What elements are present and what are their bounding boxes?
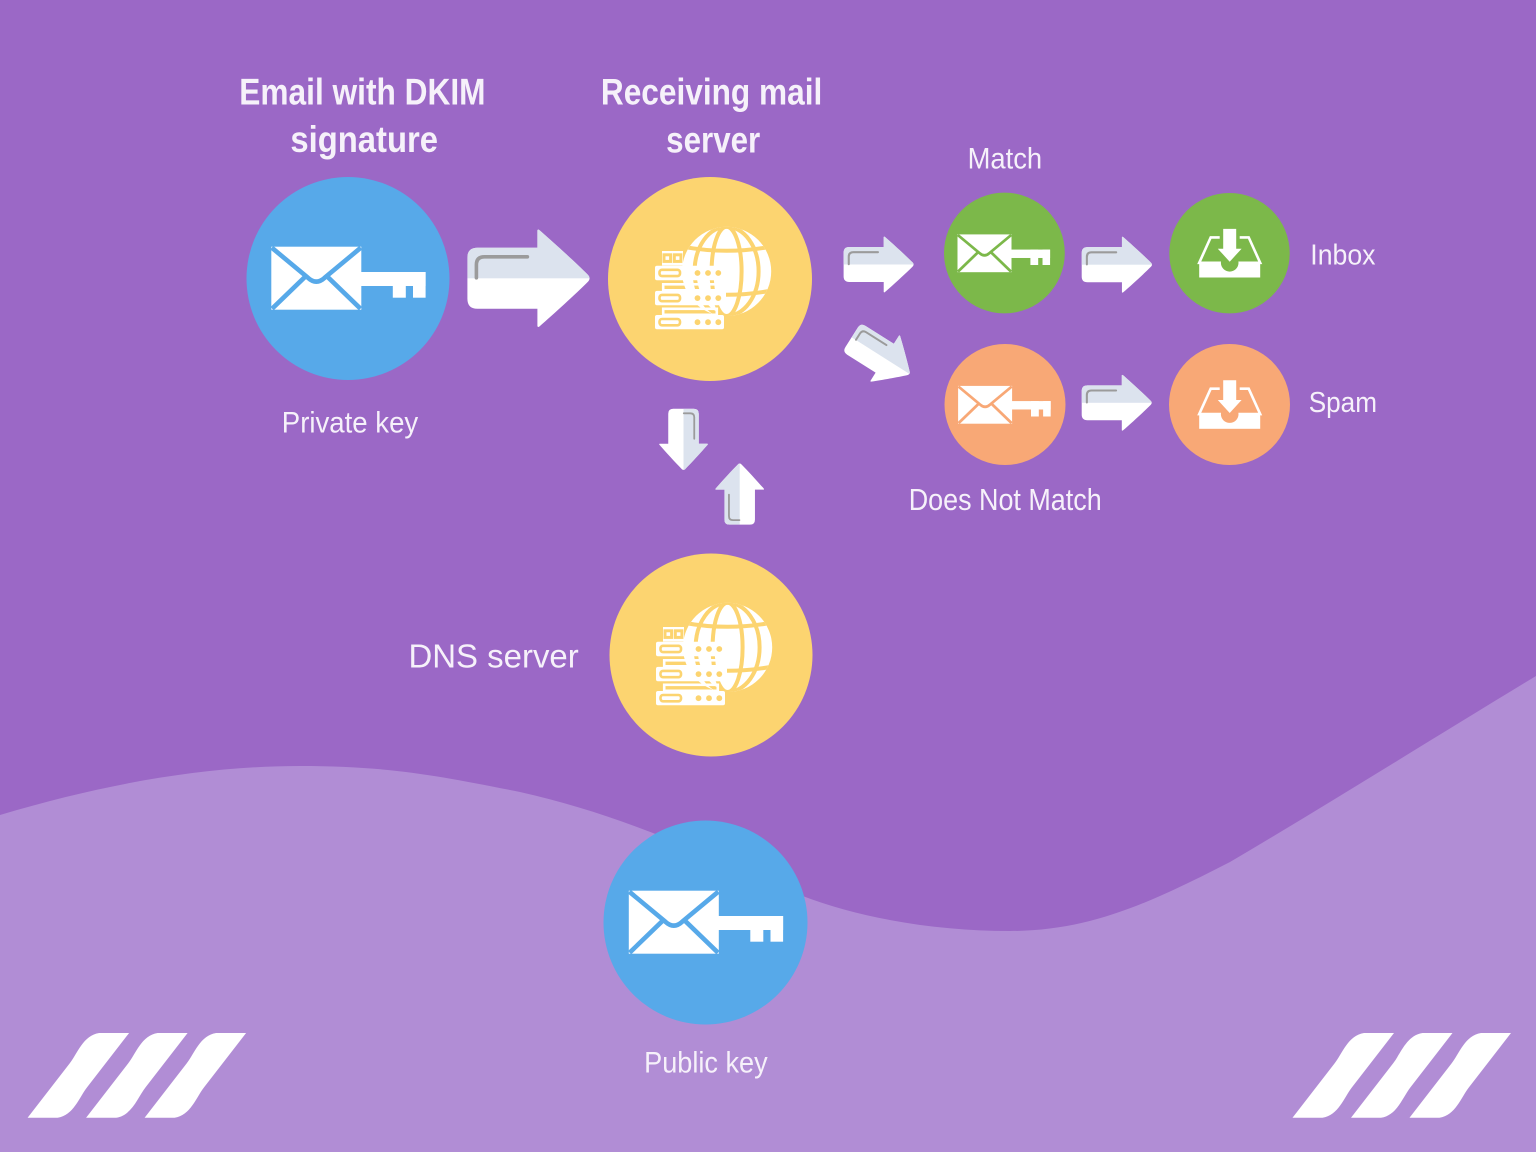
- svg-text:DNS server: DNS server: [408, 637, 578, 675]
- svg-text:server: server: [666, 120, 760, 161]
- svg-text:Inbox: Inbox: [1310, 238, 1375, 270]
- svg-text:Does Not Match: Does Not Match: [909, 483, 1102, 517]
- svg-text:Receiving mail: Receiving mail: [601, 71, 822, 112]
- svg-text:Public key: Public key: [644, 1046, 768, 1079]
- svg-text:Email with DKIM: Email with DKIM: [239, 72, 485, 113]
- svg-text:signature: signature: [290, 119, 438, 160]
- svg-text:Spam: Spam: [1309, 387, 1377, 419]
- svg-text:Match: Match: [968, 143, 1043, 176]
- svg-text:Private key: Private key: [282, 407, 419, 440]
